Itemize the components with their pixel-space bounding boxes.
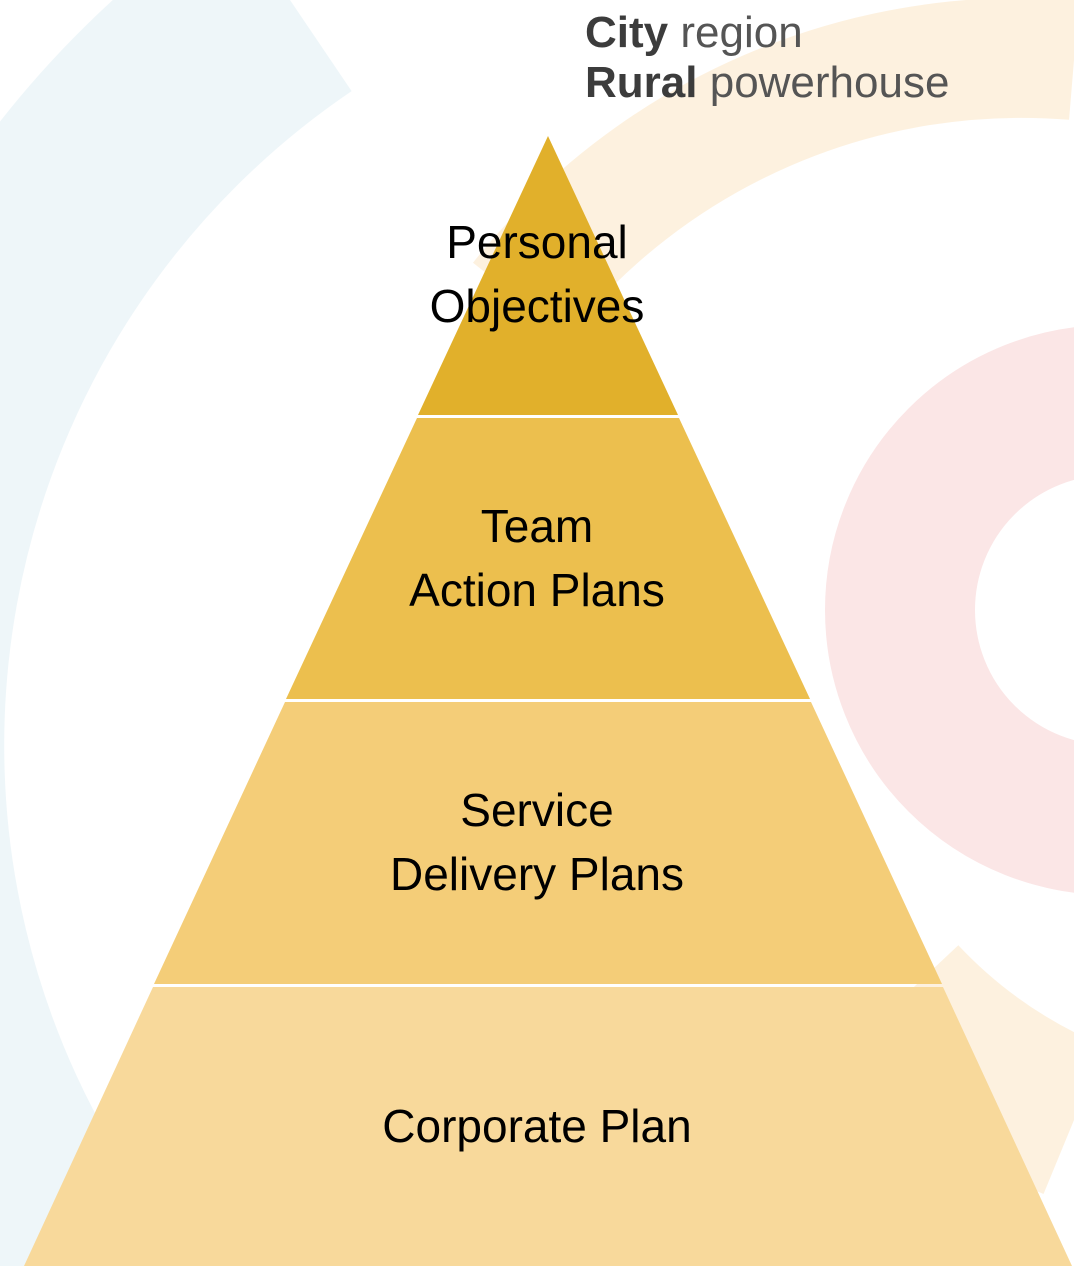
tier-label-line: Corporate Plan [382, 1100, 692, 1152]
tier-label-line: Delivery Plans [390, 848, 684, 900]
tier-label-personal-objectives: Personal Objectives [0, 210, 1074, 338]
tier-service-delivery-plans [154, 702, 942, 984]
tier-label-line: Action Plans [409, 564, 665, 616]
logo-rural: Rural [585, 58, 698, 107]
logo-city: City [585, 8, 669, 57]
tier-personal-objectives [418, 136, 678, 415]
tier-label-line: Service [460, 784, 614, 836]
tier-label-service-delivery-plans: Service Delivery Plans [0, 778, 1074, 906]
tier-corporate-plan [24, 987, 1072, 1266]
tier-label-line: Team [480, 500, 594, 552]
tier-label-line: Personal [446, 216, 628, 268]
logo-line-1: City region [585, 8, 949, 58]
tier-label-team-action-plans: Team Action Plans [0, 494, 1074, 622]
blue-ring-arc [0, 0, 352, 1266]
tier-label-corporate-plan: Corporate Plan [0, 1094, 1074, 1158]
logo-region: region [680, 8, 803, 57]
pink-ring [825, 327, 1074, 893]
logo-powerhouse: powerhouse [709, 58, 950, 107]
logo-line-2: Rural powerhouse [585, 58, 949, 108]
logo: City region Rural powerhouse [585, 8, 949, 108]
tier-label-line: Objectives [429, 280, 645, 332]
tier-team-action-plans [286, 418, 810, 699]
